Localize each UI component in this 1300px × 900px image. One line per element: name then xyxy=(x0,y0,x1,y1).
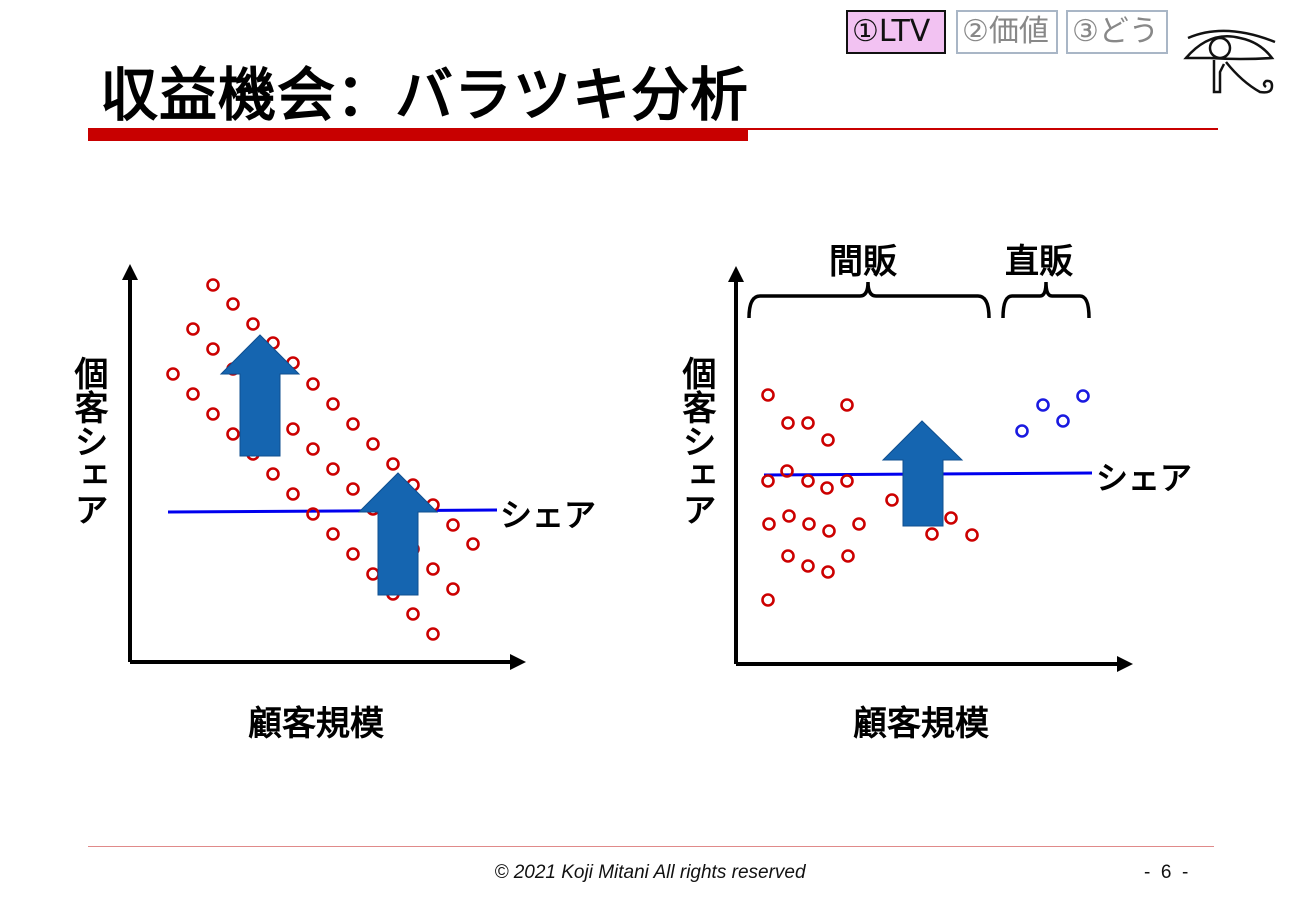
left-share-label: シェア xyxy=(500,496,597,534)
tab-how[interactable]: ③どう xyxy=(1066,10,1168,54)
tab-ltv[interactable]: ①LTV xyxy=(846,10,946,54)
eye-of-horus-icon xyxy=(1180,20,1280,100)
bracket-indirect-label: 間販 xyxy=(829,242,897,282)
left-x-axis-label: 顧客規模 xyxy=(248,704,384,744)
left-scatter-points xyxy=(166,278,480,641)
right-scatter-points-indirect xyxy=(761,388,979,607)
footer-divider xyxy=(88,846,1214,847)
title-underline xyxy=(88,128,748,141)
right-y-axis-label: 個客シェア xyxy=(676,356,716,535)
left-share-line xyxy=(167,508,498,514)
bracket-direct-label: 直販 xyxy=(1005,242,1073,282)
left-up-arrow-1 xyxy=(219,334,301,457)
left-up-arrow-2 xyxy=(357,472,439,596)
left-y-axis-label: 個客シェア xyxy=(68,356,108,535)
right-up-arrow xyxy=(881,420,964,527)
footer-copyright: © 2021 Koji Mitani All rights reserved xyxy=(494,862,806,883)
title-underline-thin xyxy=(748,128,1218,130)
right-scatter-points-direct xyxy=(1015,389,1090,438)
page-title: 収益機会：バラツキ分析 xyxy=(100,61,750,129)
tab-value[interactable]: ②価値 xyxy=(956,10,1058,54)
left-y-axis-label-text: 個客シェア xyxy=(68,356,108,526)
right-y-axis-label-text: 個客シェア xyxy=(676,356,716,526)
right-x-axis-label: 顧客規模 xyxy=(853,704,989,744)
bracket-direct xyxy=(1001,281,1091,319)
right-chart-axes xyxy=(728,266,1133,672)
left-chart-axes xyxy=(122,264,526,670)
bracket-indirect xyxy=(747,281,991,319)
page-number: - 6 - xyxy=(1144,862,1189,883)
right-share-label: シェア xyxy=(1096,459,1193,497)
